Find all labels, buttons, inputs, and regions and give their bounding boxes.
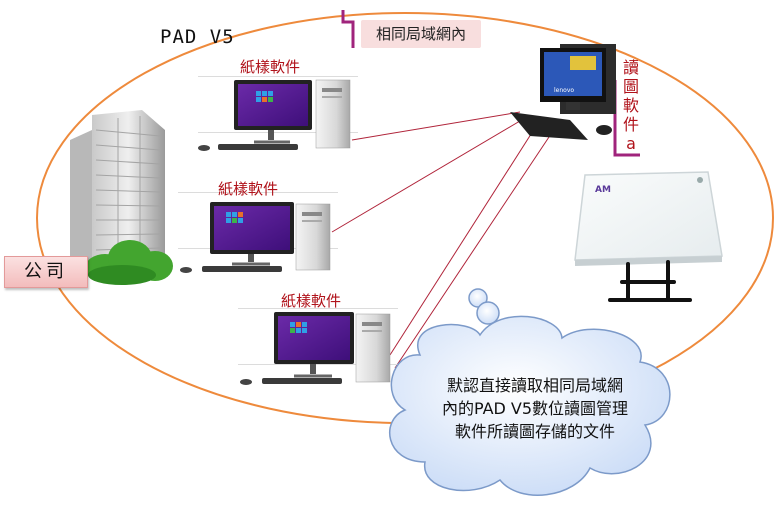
connector-pc2 bbox=[331, 117, 526, 233]
read-label-char: a bbox=[626, 134, 636, 153]
reading-pc-icon: lenovo bbox=[510, 44, 616, 140]
read-label-char: 軟 bbox=[622, 96, 639, 115]
cloud-line: 軟件所讀圖存儲的文件 bbox=[454, 422, 615, 441]
pc-icon-1 bbox=[198, 76, 358, 151]
company-label: 公司 bbox=[4, 256, 88, 288]
board-logo-text: AM bbox=[595, 185, 611, 195]
company-building-icon bbox=[70, 110, 165, 268]
read-label-char: 圖 bbox=[622, 77, 639, 96]
diagram-title: PAD V5 bbox=[160, 26, 235, 48]
connector-reader bbox=[394, 127, 556, 369]
connector-pc1 bbox=[351, 111, 521, 141]
connector-pc3 bbox=[389, 119, 541, 356]
network-label: 相同局域網內 bbox=[361, 20, 481, 48]
read-label-char: 讀 bbox=[622, 58, 639, 77]
digitizer-board-icon: AM bbox=[574, 171, 723, 302]
cloud-message: 默認直接讀取相同局域網 內的PAD V5數位讀圖管理 軟件所讀圖存儲的文件 bbox=[410, 374, 660, 443]
paper-software-label-3: 紙樣軟件 bbox=[281, 292, 342, 310]
network-label-bracket bbox=[341, 10, 355, 48]
monitor-brand-text: lenovo bbox=[554, 87, 574, 94]
paper-software-label-2: 紙樣軟件 bbox=[218, 180, 279, 198]
cloud-line: 默認直接讀取相同局域網 bbox=[446, 376, 623, 395]
read-software-label: 讀 圖 軟 件 a bbox=[622, 58, 640, 153]
pc-icon-3 bbox=[238, 308, 398, 385]
paper-software-label-1: 紙樣軟件 bbox=[240, 58, 301, 76]
bushes-icon bbox=[85, 240, 173, 285]
pc-icon-2 bbox=[178, 192, 338, 273]
connector-lines bbox=[331, 111, 556, 369]
read-label-char: 件 bbox=[622, 115, 639, 134]
thought-cloud bbox=[389, 288, 671, 496]
cloud-line: 內的PAD V5數位讀圖管理 bbox=[441, 399, 629, 418]
